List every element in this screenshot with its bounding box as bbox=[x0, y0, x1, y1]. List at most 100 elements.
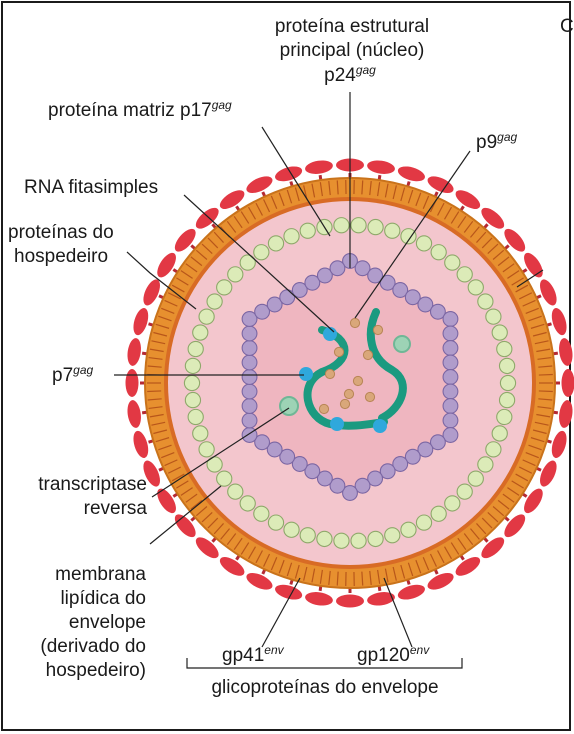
capsid-bead bbox=[241, 340, 258, 356]
lipid-tick bbox=[400, 187, 406, 202]
lipid-tick bbox=[537, 356, 552, 360]
lipid-tick bbox=[263, 553, 271, 567]
capsid-bead bbox=[329, 477, 346, 494]
lipid-tick bbox=[328, 181, 331, 196]
lipid-tick bbox=[530, 437, 545, 443]
lipid-tick bbox=[151, 421, 166, 426]
matrix-bead bbox=[350, 217, 367, 234]
lipid-tick bbox=[153, 429, 168, 435]
capsid-bead bbox=[367, 267, 384, 284]
lipid-tick bbox=[294, 564, 300, 579]
matrix-bead bbox=[498, 357, 516, 375]
p9-name: p9 bbox=[476, 132, 497, 153]
matrix-bead bbox=[430, 505, 447, 522]
host-protein-mark-right bbox=[516, 269, 544, 288]
lipid-tick bbox=[319, 569, 323, 584]
gp120-spike bbox=[551, 430, 567, 458]
lipid-tick bbox=[392, 566, 397, 581]
lipid-tick bbox=[415, 192, 422, 207]
lipid-tick bbox=[437, 202, 445, 216]
lipid-tick bbox=[450, 211, 460, 224]
matrix-bead bbox=[184, 391, 202, 409]
gp120-spike bbox=[127, 338, 141, 366]
label-p7: p7gag bbox=[52, 363, 93, 386]
capsid-bead bbox=[342, 485, 358, 501]
lipid-tick bbox=[161, 307, 175, 314]
matrix-name: proteína matriz p17 bbox=[48, 100, 212, 121]
lipid-tick bbox=[164, 459, 178, 467]
matrix-bead bbox=[283, 228, 300, 245]
lipid-tick bbox=[502, 263, 515, 273]
capsid-bead bbox=[442, 311, 459, 327]
gp120-spike bbox=[174, 228, 196, 252]
gp120-spike bbox=[397, 166, 425, 182]
gp120-spike bbox=[143, 460, 160, 487]
gp120-spike bbox=[305, 592, 333, 606]
gp120-spike bbox=[455, 557, 481, 576]
matrix-bead bbox=[187, 340, 204, 358]
gp120-spike bbox=[367, 592, 395, 606]
matrix-bead bbox=[333, 217, 350, 234]
label-gp120: gp120env bbox=[357, 643, 430, 666]
rna-strand-right bbox=[366, 308, 407, 422]
gp120-spike bbox=[504, 228, 526, 252]
lipid-tick bbox=[201, 243, 213, 255]
lipid-tick bbox=[167, 466, 181, 474]
matrix-bead bbox=[444, 254, 461, 271]
lipid-tick bbox=[180, 270, 193, 279]
gp120-spike bbox=[524, 252, 543, 278]
labels: proteína estrutural principal (núcleo) p… bbox=[8, 16, 574, 698]
matrix-bead bbox=[415, 235, 433, 252]
gp120-spike bbox=[125, 369, 139, 397]
lipid-tick bbox=[528, 315, 542, 322]
capsid-bead bbox=[291, 282, 308, 298]
lipid-tick bbox=[286, 562, 293, 577]
capsid-bead bbox=[442, 398, 459, 414]
label-rt-line1: transcriptase bbox=[38, 474, 147, 495]
lipid-tick bbox=[377, 182, 381, 197]
lipid-tick bbox=[153, 331, 168, 337]
matrix-bead bbox=[192, 324, 209, 341]
label-membrane-line5: hospedeiro) bbox=[46, 660, 146, 681]
gp120-spike bbox=[455, 190, 481, 209]
gp120-spike bbox=[195, 537, 219, 559]
lipid-tick bbox=[151, 340, 166, 345]
capsid-bead bbox=[329, 260, 346, 277]
rna-strand-left bbox=[303, 326, 388, 430]
lipid-tick bbox=[195, 506, 208, 517]
gp120-spike bbox=[397, 584, 425, 600]
lipid-tick bbox=[167, 292, 181, 300]
capsid-bead bbox=[429, 434, 446, 451]
matrix-bead bbox=[183, 374, 201, 392]
lipid-tick bbox=[155, 323, 170, 329]
lipid-tick bbox=[400, 564, 406, 579]
matrix-bead bbox=[456, 483, 473, 500]
lipid-tick bbox=[532, 429, 547, 435]
leader-gp41 bbox=[261, 577, 301, 648]
core-protein-dot bbox=[349, 317, 361, 329]
virion bbox=[125, 158, 574, 608]
lipid-tick bbox=[155, 437, 170, 443]
matrix-bead bbox=[491, 425, 508, 442]
gp120-spike bbox=[551, 308, 567, 336]
matrix-bead bbox=[350, 532, 367, 549]
lipid-tick bbox=[303, 566, 308, 581]
label-membrane-line4: (derivado do bbox=[40, 636, 146, 657]
leader-lines bbox=[114, 92, 544, 669]
lipid-bilayer-ticks bbox=[147, 180, 553, 586]
matrix-bead bbox=[499, 374, 517, 392]
capsid-bead bbox=[442, 340, 459, 356]
lipid-tick bbox=[536, 348, 551, 353]
matrix-bead bbox=[430, 244, 447, 261]
lipid-tick bbox=[497, 499, 510, 510]
leader-membrane bbox=[149, 485, 222, 545]
leader-matrix bbox=[261, 126, 331, 237]
lipid-tick bbox=[171, 473, 185, 482]
capsid-bead bbox=[392, 456, 409, 472]
lipid-tick bbox=[525, 307, 539, 314]
matrix-bead bbox=[477, 293, 494, 310]
matrix-bead bbox=[283, 521, 300, 538]
gp120-spike bbox=[427, 176, 454, 193]
capsid-bead bbox=[404, 289, 421, 306]
matrix-bead bbox=[498, 391, 516, 409]
